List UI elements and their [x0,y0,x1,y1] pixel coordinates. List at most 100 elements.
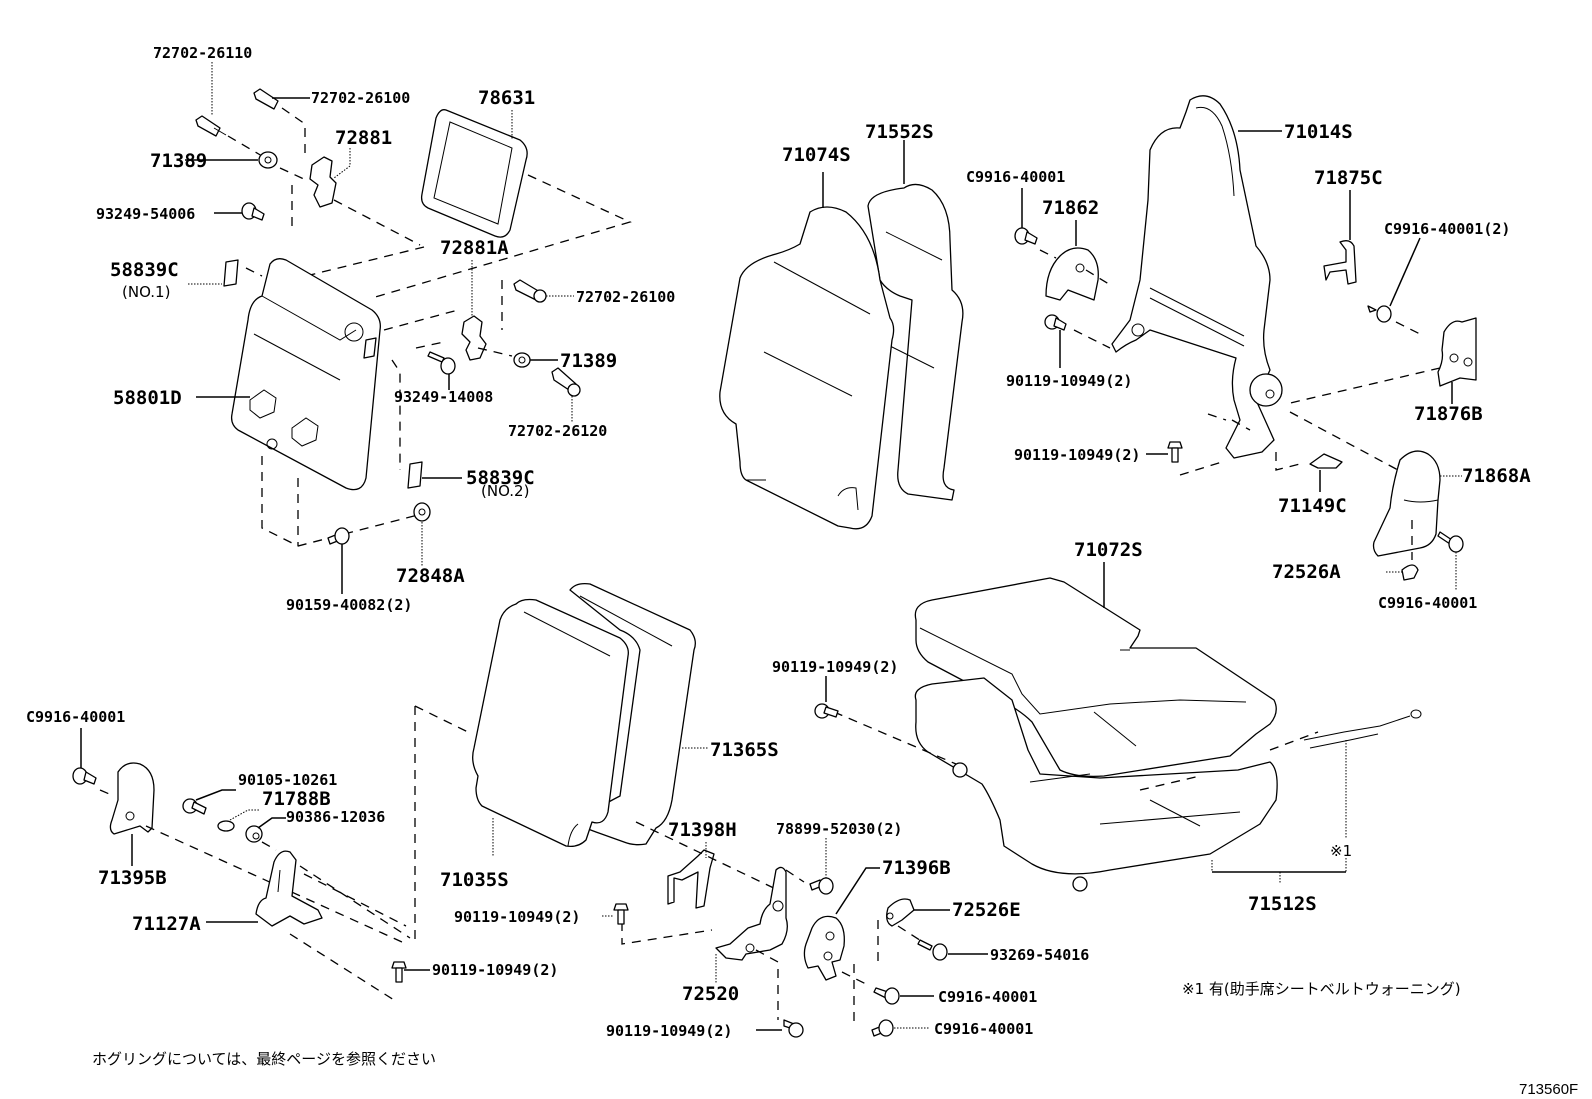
label-72881A: 72881A [440,237,509,259]
label-90159-40082: 90159-40082(2) [286,596,412,614]
bracket-71149C [1309,453,1343,469]
bolt-90119-10949-f [783,1019,804,1038]
seatback-71365S [569,582,696,846]
nut-90386-12036 [245,825,263,843]
cover-71396B [803,915,845,981]
bolt-90119-10949-e [391,961,407,983]
label-71389-top: 71389 [150,150,207,172]
bolt-90119-10949-b [1167,441,1183,463]
label-71552S: 71552S [865,121,934,143]
seat-cushion-cover-71072S [914,577,1277,778]
headrest-pad-78631 [420,109,528,238]
label-72520: 72520 [682,983,739,1005]
diagram-code: 713560F [1519,1081,1578,1098]
clip-71875C [1323,240,1357,285]
label-90119-10949-c: 90119-10949(2) [772,658,898,676]
label-78899-52030: 78899-52030(2) [776,820,902,838]
label-71862: 71862 [1042,197,1099,219]
label-58839C-no2: 58839C [466,467,535,489]
label-90386-12036: 90386-12036 [286,808,385,826]
label-72702-26110: 72702-26110 [153,44,252,62]
label-72702-26120: 72702-26120 [508,422,607,440]
label-93249-14008: 93249-14008 [394,388,493,406]
cover-71868A [1372,450,1441,557]
bolt-72702-26110 [195,115,227,137]
screw-C9916-40001-2 [1367,305,1392,323]
bolt-90119-10949-d [613,903,629,925]
footnote-seatbelt-warning: ※1 有(助手席シートベルトウォーニング) [1182,980,1461,998]
label-58839C-no1-sub: (NO.1) [122,283,170,301]
label-72526E: 72526E [952,899,1021,921]
label-71127A: 71127A [132,913,201,935]
nut-71389-top [258,151,278,169]
label-71875C: 71875C [1314,167,1383,189]
hinge-72520 [715,866,788,961]
label-C9916-40001-r: C9916-40001 [1378,594,1477,612]
label-71395B: 71395B [98,867,167,889]
washer-72848A [413,502,431,522]
label-71365S: 71365S [710,739,779,761]
bolt-72702-26100-mid [513,279,547,303]
cover-71395B [109,762,155,835]
bolt-72702-26100-top [253,88,279,110]
bracket-71127A [255,850,323,927]
screw-C9916-40001-l [72,767,97,785]
label-90119-10949-a: 90119-10949(2) [1006,372,1132,390]
label-71876B: 71876B [1414,403,1483,425]
screw-C9916-40001-b2 [871,1019,894,1037]
nut-71389-mid [513,352,531,368]
label-C9916-40001-top: C9916-40001 [966,168,1065,186]
part-labels: 72702-26110 72702-26100 72881 78631 7138… [26,44,1531,1040]
cover-71862 [1045,247,1099,301]
seatback-71035S [472,598,629,848]
bolt-78899-52030 [809,877,834,895]
footnote-hog-ring: ホグリングについては、最終ページを参照ください [92,1050,436,1068]
cap-58839C-no2 [407,461,423,489]
label-71512S: 71512S [1248,893,1317,915]
label-72848A: 72848A [396,565,465,587]
cap-58839C-no1 [223,259,239,287]
screw-93269-54016 [917,939,948,961]
label-C9916-40001-b2: C9916-40001 [934,1020,1033,1038]
screw-C9916-40001-r [1437,531,1464,553]
label-90119-10949-f: 90119-10949(2) [606,1022,732,1040]
bolt-90119-10949-a [1044,314,1067,331]
label-C9916-40001-l: C9916-40001 [26,708,125,726]
screw-93249-54006 [241,202,265,221]
bracket-72881 [309,156,337,208]
label-72702-26100-mid: 72702-26100 [576,288,675,306]
armrest-58801D [230,258,381,491]
label-58801D: 58801D [113,387,182,409]
label-90119-10949-d: 90119-10949(2) [454,908,580,926]
screw-C9916-40001-b1 [873,987,900,1005]
seat-cushion-pad-71512S [914,677,1278,892]
seatbelt-sensor-harness [1303,709,1422,749]
bolt-90119-10949-c [814,703,839,719]
label-71398H: 71398H [668,819,737,841]
label-78631: 78631 [478,87,535,109]
label-58839C-no1: 58839C [110,259,179,281]
seatback-cover-71074S [720,207,895,530]
label-90119-10949-e: 90119-10949(2) [432,961,558,979]
oring-71788B [217,820,235,832]
label-71149C: 71149C [1278,495,1347,517]
label-71788B: 71788B [262,788,331,810]
label-71396B: 71396B [882,857,951,879]
label-71035S: 71035S [440,869,509,891]
bracket-72881A [461,315,487,361]
bolt-90105-10261 [182,798,207,815]
seatback-frame-71014S [1111,95,1283,459]
cover-71876B [1437,317,1477,387]
bracket-72526E [886,898,915,927]
label-72881: 72881 [335,127,392,149]
label-90119-10949-b: 90119-10949(2) [1014,446,1140,464]
screw-C9916-40001-top [1014,227,1038,245]
marker-note-1: ※1 [1330,842,1352,860]
label-C9916-40001-2: C9916-40001(2) [1384,220,1510,238]
label-72702-26100-top: 72702-26100 [311,89,410,107]
label-90105-10261: 90105-10261 [238,771,337,789]
label-71014S: 71014S [1284,121,1353,143]
label-71072S: 71072S [1074,539,1143,561]
cap-72526A [1401,564,1419,581]
